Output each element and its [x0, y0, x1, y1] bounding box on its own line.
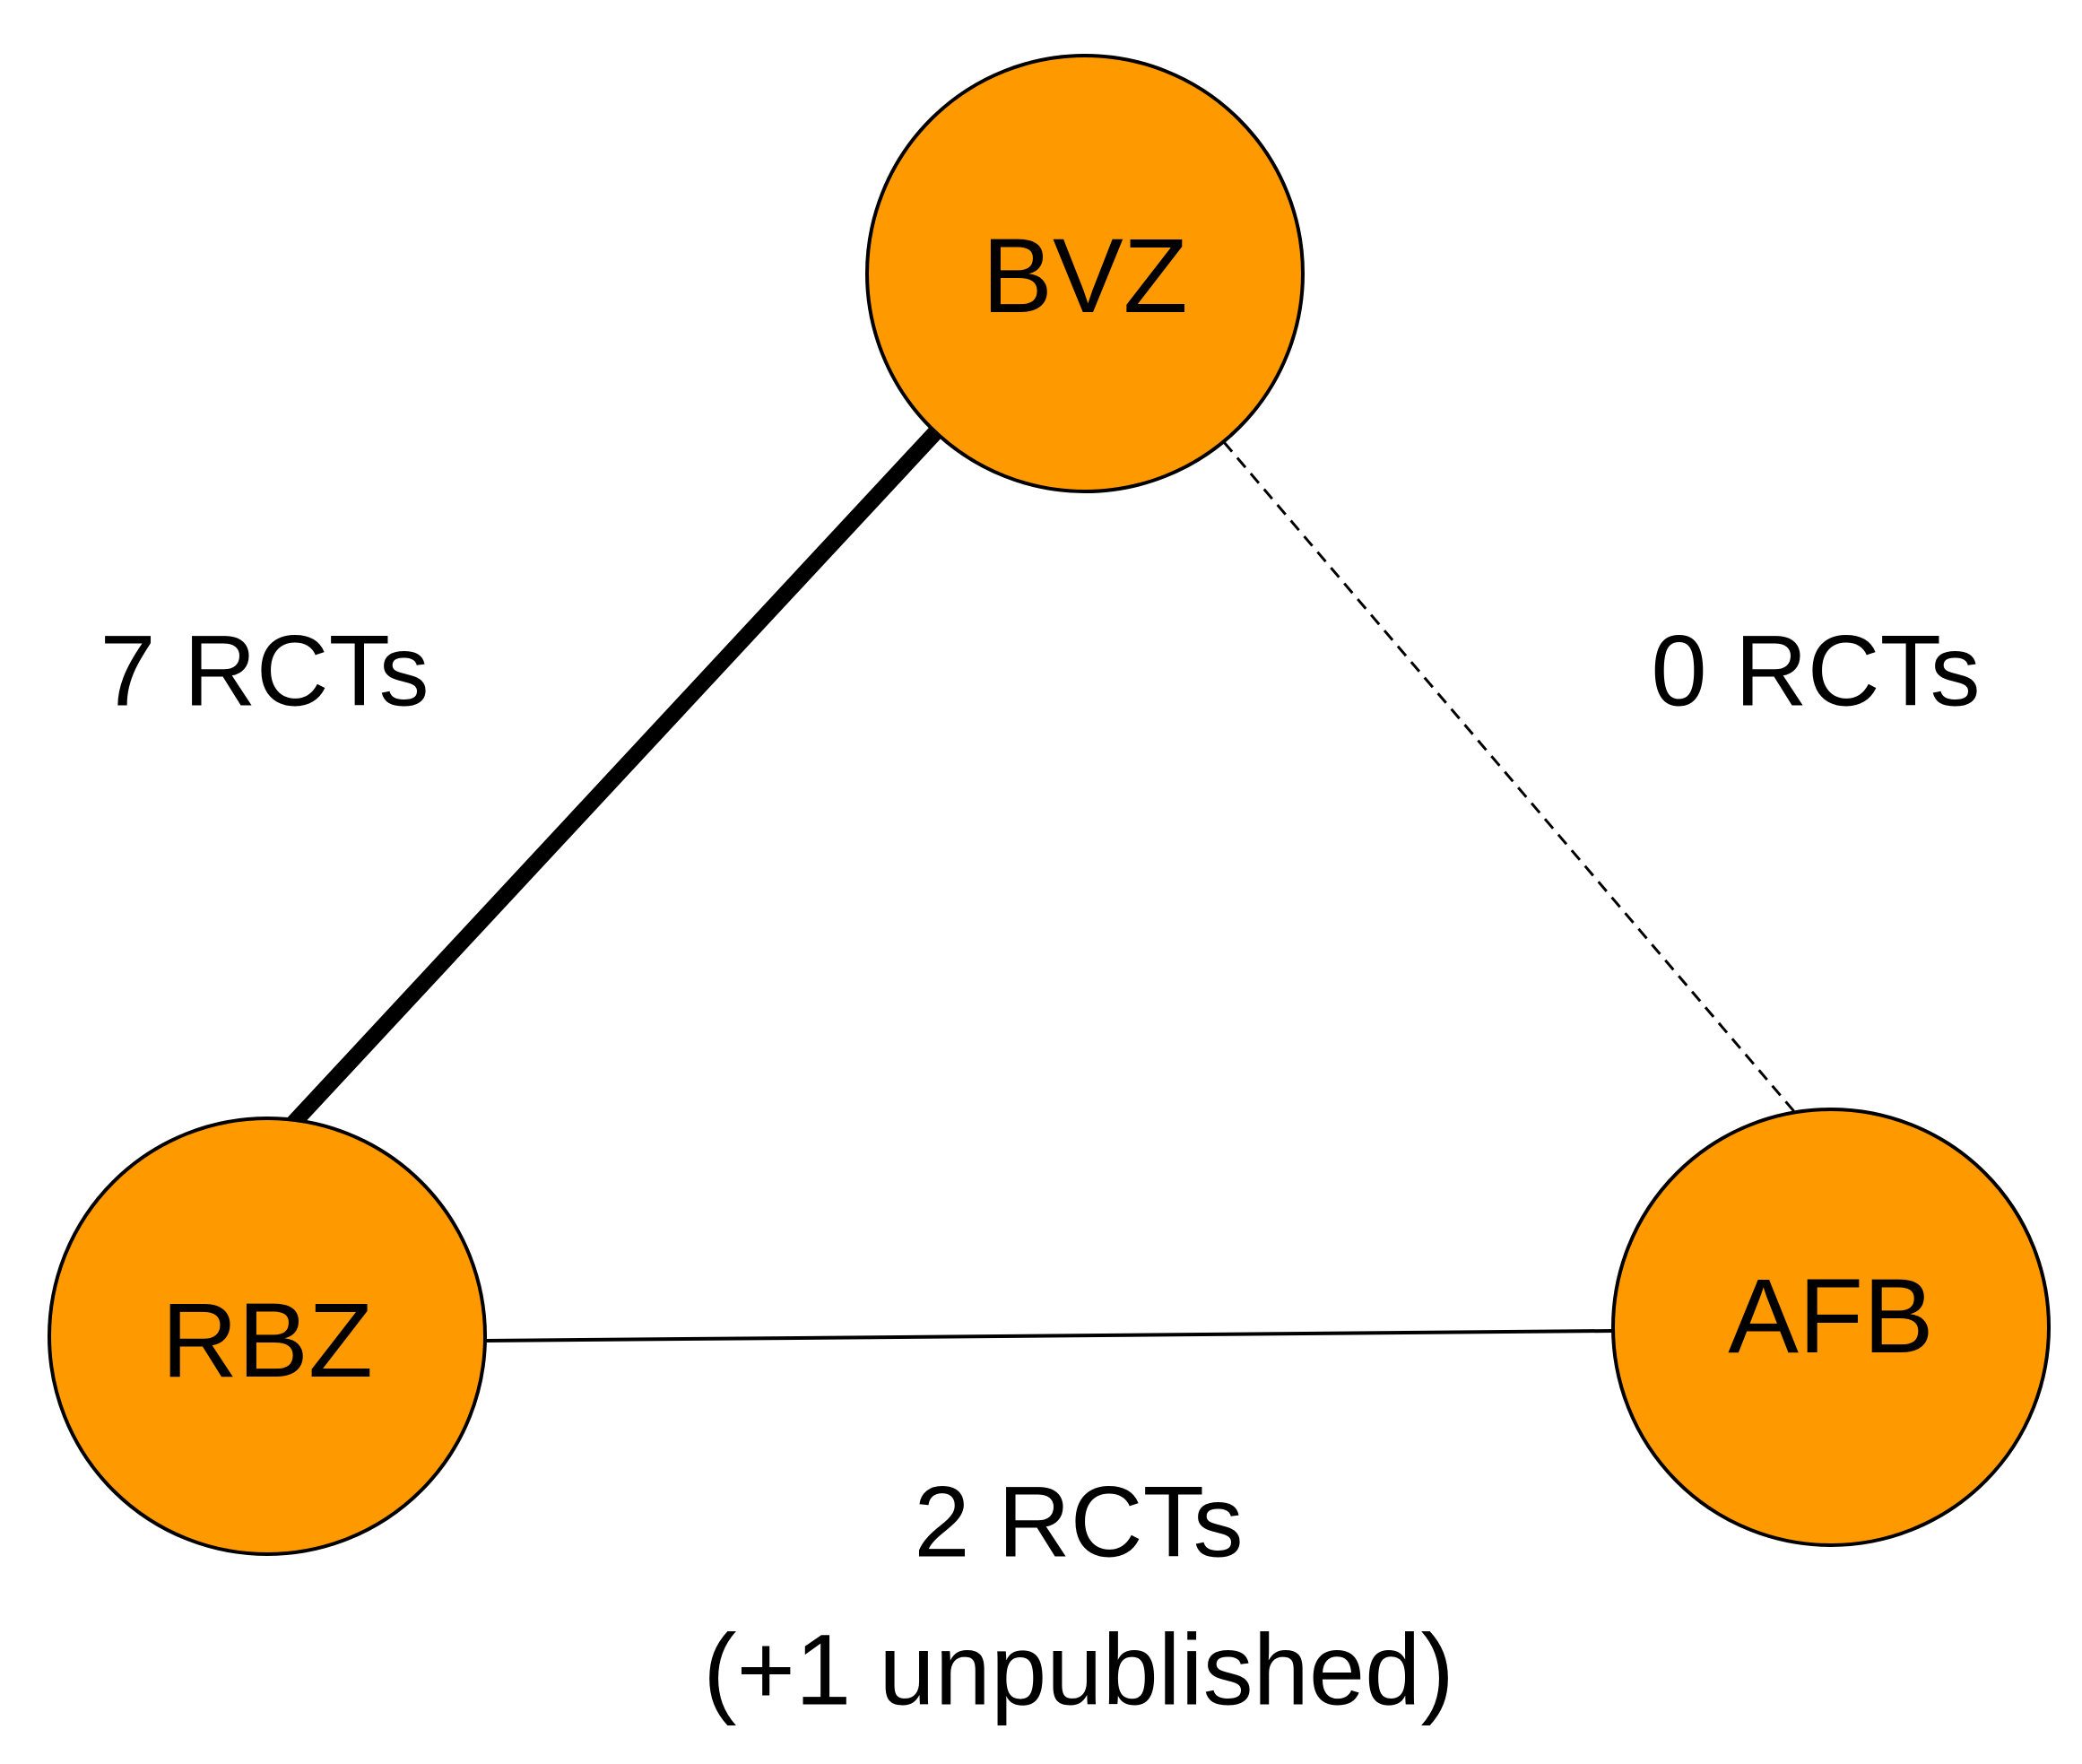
node-afb: AFB	[1611, 1108, 2051, 1547]
edge-rbz-afb-label-line2: (+1 unpublished)	[703, 1614, 1453, 1726]
node-rbz: RBZ	[48, 1117, 487, 1556]
node-bvz: BVZ	[865, 54, 1305, 493]
edge-bvz-afb	[1222, 441, 1804, 1122]
node-bvz-label: BVZ	[982, 217, 1188, 335]
edge-bvz-afb-label: 0 RCTs	[1651, 615, 1980, 727]
edge-bvz-rbz-label: 7 RCTs	[100, 615, 429, 727]
node-rbz-circle	[48, 1117, 487, 1556]
edge-rbz-afb-label-line1: 2 RCTs	[914, 1466, 1243, 1578]
edge-bvz-rbz	[281, 420, 948, 1136]
node-bvz-circle	[865, 54, 1305, 493]
node-rbz-label: RBZ	[161, 1282, 373, 1400]
edge-rbz-afb	[483, 1329, 1615, 1343]
node-afb-circle	[1611, 1108, 2051, 1547]
node-afb-label: AFB	[1728, 1257, 1934, 1376]
